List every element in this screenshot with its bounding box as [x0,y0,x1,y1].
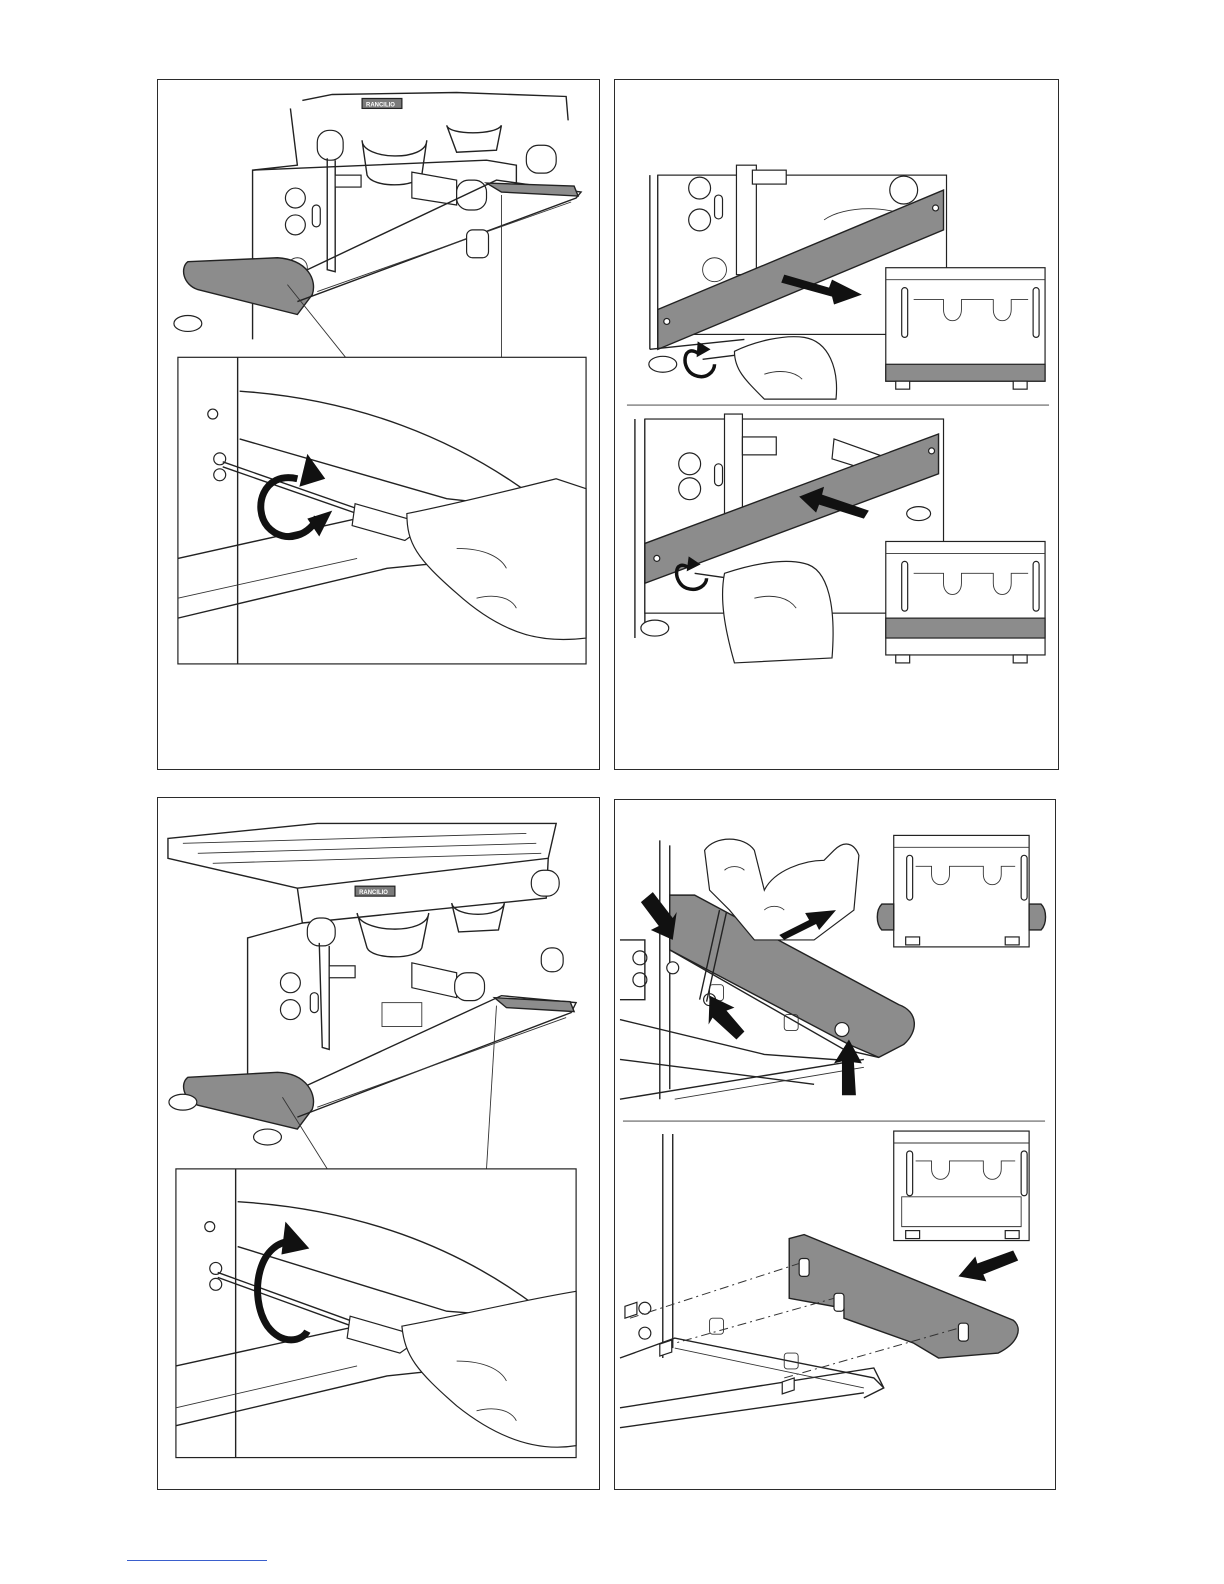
screw-icon [214,469,226,481]
gauge-icon [280,973,300,993]
front-panel-removal-illustration [615,80,1058,769]
svg-text:RANCILIO: RANCILIO [359,890,388,896]
gauge-icon [285,215,305,235]
machine-drip-tray-illustration: RANCILIO [158,80,599,769]
drip-tray-side-trim [184,1072,314,1129]
panel-bottom-left: RANCILIO [157,797,600,1490]
machine-silhouette-diagram [886,268,1045,389]
machine-silhouette-diagram [886,541,1045,662]
footer-rule [127,1560,267,1561]
machine-silhouette-diagram [877,835,1045,946]
machine-silhouette-diagram [894,1131,1029,1241]
panel-bottom-right [614,799,1056,1490]
gauge-icon [689,209,711,231]
screw-icon [835,1023,849,1037]
side-trim-removed [789,1235,1018,1358]
gauge-icon [679,453,701,475]
gauge-icon [280,1000,300,1020]
panel-top-right [614,79,1059,770]
gauge-icon [689,177,711,199]
screw-icon [214,453,226,465]
svg-text:RANCILIO: RANCILIO [366,102,395,108]
screw-icon [210,1278,222,1290]
machine-drip-tray-illustration: RANCILIO [158,798,599,1489]
drip-tray-side-trim [184,258,314,315]
gauge-icon [679,478,701,500]
remove-arrow-icon [958,1251,1018,1282]
screw-icon [667,962,679,974]
panel-top-left: RANCILIO [157,79,600,770]
side-trim-removal-illustration [615,800,1055,1489]
gauge-icon [285,188,305,208]
